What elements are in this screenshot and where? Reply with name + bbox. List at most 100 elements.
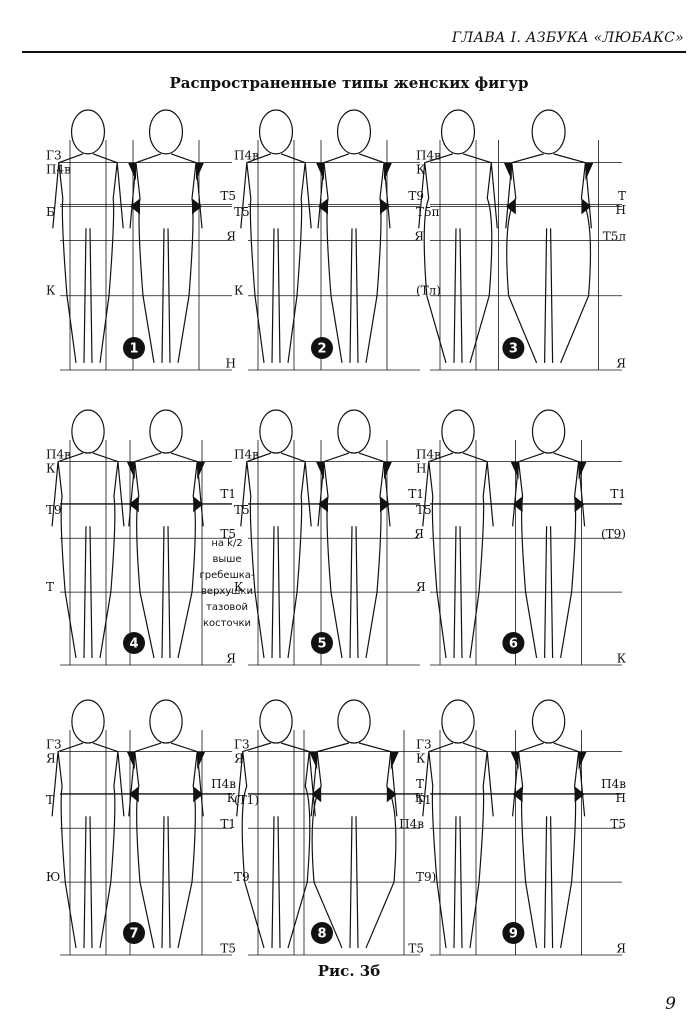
measurement-label: Т1: [610, 487, 626, 501]
panel-number-label: 4: [129, 637, 138, 652]
head-outline: [337, 409, 371, 454]
shoulder-wedge-mark: [384, 461, 392, 480]
measurement-label: Т: [618, 189, 626, 203]
measurement-label: Н: [616, 791, 626, 805]
measurement-label: П4в: [416, 447, 441, 461]
measurement-label: Г3: [234, 737, 250, 751]
measurement-label: Т1: [408, 487, 424, 501]
measurement-label: К: [617, 651, 627, 665]
shoulder-wedge-mark: [309, 751, 318, 770]
head-outline: [531, 409, 566, 454]
head-outline: [336, 109, 372, 155]
panel-number-badge: [502, 922, 525, 944]
head-outline: [531, 699, 566, 744]
panel-number-label: 3: [509, 342, 518, 357]
panel-number-badge: [311, 337, 333, 359]
measurement-label: Т5: [610, 817, 626, 831]
measurement-label: (Тл): [416, 283, 441, 297]
measurement-label: Я: [416, 580, 426, 594]
header-rule: [22, 51, 686, 53]
measurement-label: Т1: [220, 817, 236, 831]
measurement-label: Т9): [416, 870, 436, 884]
head-outline: [259, 409, 293, 454]
shoulder-wedge-mark: [503, 162, 512, 181]
shoulder-wedge-mark: [316, 461, 324, 480]
measurement-label: Т5: [220, 189, 236, 203]
shoulder-wedge-mark: [196, 162, 204, 181]
measurement-label: П4в: [234, 447, 259, 461]
body-outline: [51, 742, 125, 949]
panel-number-label: 2: [317, 342, 326, 357]
note-line: верхушки: [201, 586, 253, 597]
waist-wedge-mark: [380, 496, 390, 513]
side-view-figure: [422, 699, 494, 949]
measurement-label: Т1: [220, 487, 236, 501]
shoulder-wedge-mark: [197, 461, 206, 480]
measurement-label: Т5п: [416, 205, 440, 219]
measurement-label: Т5: [234, 205, 250, 219]
running-title: ГЛАВА I. АЗБУКА «ЛЮБАКС»: [451, 30, 684, 46]
measurement-label: К: [46, 283, 56, 297]
body-outline: [51, 452, 125, 659]
shoulder-wedge-mark: [126, 751, 135, 770]
front-view-figure: [512, 699, 586, 949]
measurement-label: Я: [234, 751, 244, 765]
measurement-label: (Т1): [234, 793, 259, 807]
measurement-label: Т9: [46, 503, 62, 517]
panel-number-label: 6: [509, 637, 518, 652]
measurement-label: П4в: [601, 777, 626, 791]
body-outline: [422, 452, 494, 659]
panel-number-badge: [123, 337, 145, 359]
panel-number-label: 7: [129, 927, 138, 942]
measurement-label: Т9: [234, 870, 250, 884]
measurement-label: Н: [616, 203, 626, 217]
note-line: гребешка-: [199, 570, 255, 581]
waist-wedge-mark: [581, 198, 592, 215]
panel-number-badge: [502, 337, 525, 359]
body-outline: [317, 452, 391, 659]
side-note: на k/2 выше гребешка- верхушки тазовой к…: [193, 536, 261, 632]
waist-wedge-mark: [128, 496, 139, 513]
waist-wedge-mark: [574, 786, 585, 803]
measurement-label: Н: [226, 356, 236, 370]
front-view-figure: [310, 699, 398, 949]
measurement-label: П4в: [399, 817, 424, 831]
body-outline: [422, 742, 494, 949]
head-outline: [71, 699, 105, 744]
body-outline: [128, 742, 204, 949]
waist-wedge-mark: [128, 786, 139, 803]
shoulder-wedge-mark: [316, 162, 324, 181]
head-outline: [441, 699, 475, 744]
measurement-label: Я: [226, 651, 236, 665]
side-view-figure: [51, 699, 125, 949]
measurement-label: Т5л: [603, 229, 627, 243]
head-outline: [531, 109, 566, 155]
note-line: косточки: [202, 618, 252, 629]
shoulder-wedge-mark: [384, 162, 392, 181]
head-outline: [337, 699, 371, 744]
measurement-label: К: [46, 461, 56, 475]
body-outline: [512, 742, 586, 949]
measurement-label: П4в: [211, 777, 236, 791]
body-outline: [317, 153, 391, 363]
body-outline: [129, 153, 203, 363]
body-outline: [236, 742, 316, 949]
measurement-label: Г3: [46, 737, 62, 751]
measurement-label: П4в: [416, 148, 441, 162]
measurement-label: Т1: [416, 793, 432, 807]
figure-title: Распространенные типы женских фигур: [169, 74, 529, 92]
measurement-label: Я: [616, 356, 626, 370]
measurement-label: Т5: [416, 503, 432, 517]
head-outline: [149, 699, 183, 744]
waist-wedge-mark: [386, 786, 397, 803]
measurement-label: К: [416, 162, 426, 176]
front-view-figure: [505, 109, 592, 364]
body-outline: [505, 153, 592, 364]
measurement-label: К: [416, 751, 426, 765]
front-view-figure: [317, 109, 391, 363]
shoulder-wedge-mark: [510, 751, 519, 770]
panel-number-label: 9: [509, 927, 518, 942]
note-line: на k/2: [211, 538, 243, 549]
panel-number-badge: [311, 632, 333, 654]
